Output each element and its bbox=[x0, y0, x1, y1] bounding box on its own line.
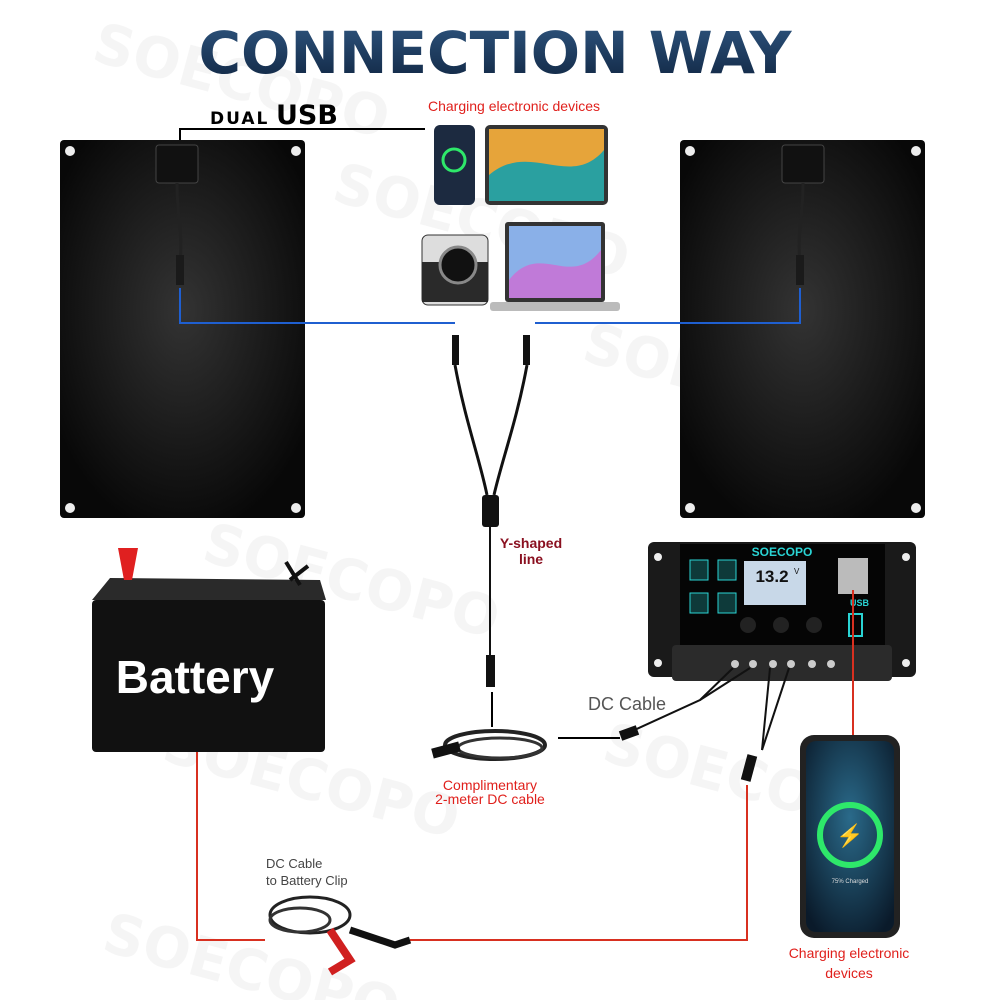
y-cable-label-2: line bbox=[519, 551, 543, 567]
laptop-device bbox=[490, 222, 620, 311]
svg-text:DUAL: DUAL bbox=[210, 109, 269, 129]
phone-label-1: Charging electronic bbox=[789, 945, 910, 961]
battery-clip-label-1: DC Cable bbox=[266, 856, 322, 871]
panel-right-line bbox=[535, 288, 801, 324]
devices-label: Charging electronic devices bbox=[428, 98, 600, 114]
camera-device bbox=[421, 234, 489, 306]
dc-cable-coil bbox=[431, 729, 547, 761]
solar-panel-right bbox=[680, 140, 925, 518]
controller-voltage: 13.2 bbox=[755, 567, 788, 586]
phone-label-2: devices bbox=[825, 965, 872, 981]
complimentary-label-1: Complimentary bbox=[443, 777, 537, 793]
complimentary-label-2: 2-meter DC cable bbox=[435, 791, 545, 807]
solar-charge-controller: SOECOPO 13.2 V USB bbox=[648, 542, 916, 681]
battery-clip-cable bbox=[268, 895, 412, 976]
svg-text:⚡: ⚡ bbox=[836, 823, 863, 849]
battery: Battery bbox=[92, 548, 326, 752]
y-shaped-cable bbox=[452, 335, 530, 687]
dc-cable-label: DC Cable bbox=[588, 694, 666, 714]
svg-text:USB: USB bbox=[850, 598, 870, 608]
svg-text:USB: USB bbox=[276, 100, 338, 131]
svg-text:SOECOPO: SOECOPO bbox=[96, 901, 406, 1000]
panel-left-line bbox=[179, 288, 455, 324]
tablet-device bbox=[485, 125, 608, 205]
smartphone: ⚡ 75% Charged bbox=[800, 735, 900, 938]
battery-label: Battery bbox=[116, 651, 275, 703]
controller-brand: SOECOPO bbox=[752, 545, 813, 559]
y-cable-label-1: Y-shaped bbox=[500, 535, 562, 551]
dual-usb-label: DUAL USB bbox=[179, 100, 425, 143]
svg-text:V: V bbox=[794, 567, 800, 576]
page-title: CONNECTION WAY bbox=[198, 19, 792, 87]
solar-panel-left bbox=[60, 140, 305, 518]
battery-clip-label-2: to Battery Clip bbox=[266, 873, 348, 888]
phone-device-small bbox=[434, 125, 475, 205]
svg-text:75% Charged: 75% Charged bbox=[832, 879, 869, 885]
